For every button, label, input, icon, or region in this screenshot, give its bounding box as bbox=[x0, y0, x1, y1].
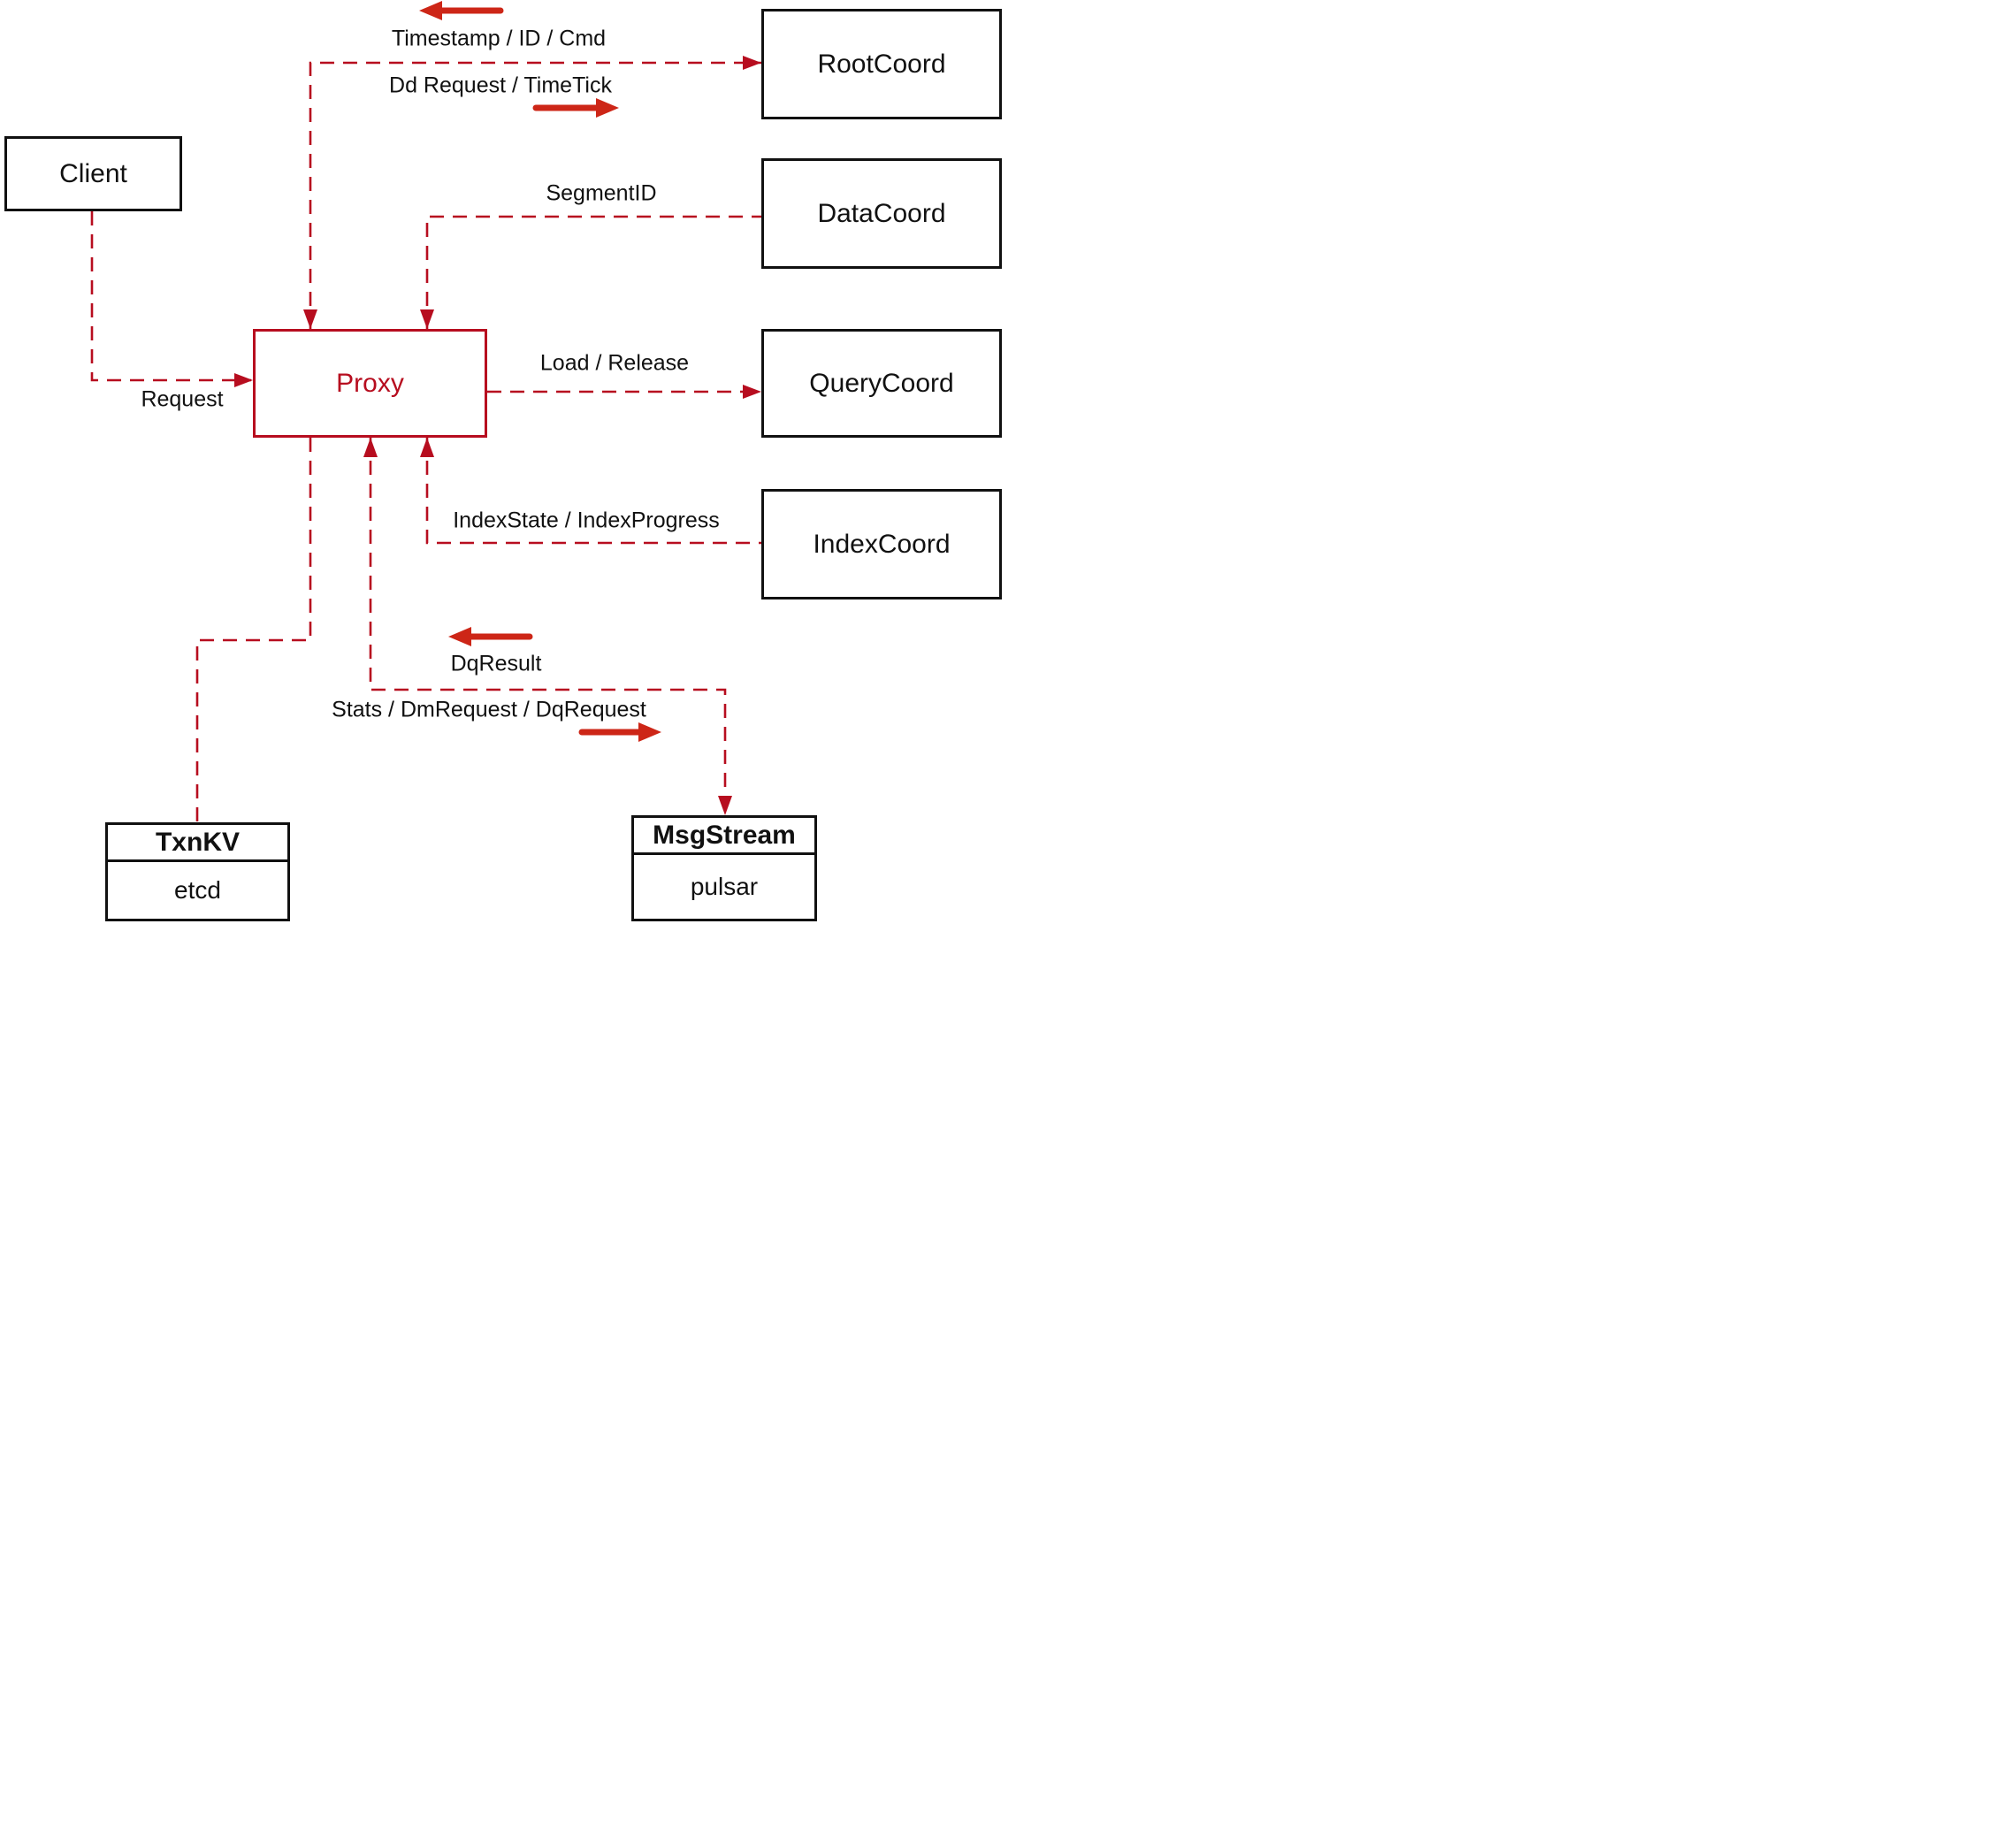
edge-datacoord-proxy bbox=[425, 215, 761, 329]
edge-label-indexstate-indexprogress: IndexState / IndexProgress bbox=[453, 508, 720, 533]
node-indexcoord: IndexCoord bbox=[761, 489, 1002, 599]
node-querycoord-label: QueryCoord bbox=[809, 368, 954, 398]
node-querycoord: QueryCoord bbox=[761, 329, 1002, 438]
edge-proxy-txnkv bbox=[195, 438, 312, 822]
edge-label-segmentid: SegmentID bbox=[546, 180, 657, 206]
direction-arrow-left-mid-head bbox=[448, 627, 471, 646]
node-datacoord-label: DataCoord bbox=[817, 198, 946, 228]
arrowhead-into-querycoord bbox=[743, 385, 761, 399]
node-proxy-label: Proxy bbox=[336, 368, 404, 398]
node-proxy: Proxy bbox=[253, 329, 487, 438]
node-msgstream-subtitle: pulsar bbox=[690, 873, 759, 900]
node-datacoord: DataCoord bbox=[761, 158, 1002, 269]
arrowhead-into-proxy-top-left bbox=[303, 309, 317, 329]
edge-client-proxy bbox=[90, 211, 251, 382]
arrowhead-into-proxy-bottom-mid bbox=[363, 438, 378, 457]
edge-label-timestamp-id-cmd: Timestamp / ID / Cmd bbox=[391, 26, 607, 51]
edge-label-dqresult: DqResult bbox=[450, 651, 542, 676]
arrowhead-into-proxy-left bbox=[234, 373, 253, 387]
edge-proxy-rootcoord bbox=[309, 61, 761, 329]
node-client-label: Client bbox=[59, 158, 127, 188]
arrowhead-into-proxy-top-right bbox=[420, 309, 434, 329]
edge-label-load-release: Load / Release bbox=[539, 350, 690, 376]
node-msgstream: MsgStream pulsar bbox=[631, 815, 817, 921]
arrowhead-into-proxy-bottom-right bbox=[420, 438, 434, 457]
node-txnkv-title: TxnKV bbox=[108, 825, 287, 862]
edge-indexcoord-proxy bbox=[425, 438, 761, 545]
node-client: Client bbox=[4, 136, 182, 211]
node-rootcoord-label: RootCoord bbox=[817, 49, 946, 79]
edge-proxy-msgstream bbox=[369, 438, 727, 813]
node-txnkv: TxnKV etcd bbox=[105, 822, 290, 921]
direction-arrow-right-top-head bbox=[596, 98, 619, 118]
node-rootcoord: RootCoord bbox=[761, 9, 1002, 119]
node-msgstream-title: MsgStream bbox=[634, 818, 814, 855]
edge-label-dd-request-timetick: Dd Request / TimeTick bbox=[389, 73, 612, 98]
direction-arrow-right-mid-head bbox=[638, 722, 661, 742]
edge-label-stats-dmrequest-dqrequest: Stats / DmRequest / DqRequest bbox=[332, 697, 646, 722]
direction-arrow-left-top-head bbox=[419, 1, 442, 20]
diagram-canvas: Client Proxy RootCoord DataCoord QueryCo… bbox=[0, 0, 1004, 924]
node-txnkv-subtitle: etcd bbox=[174, 876, 221, 904]
node-indexcoord-label: IndexCoord bbox=[813, 529, 951, 559]
connector-layer bbox=[90, 1, 761, 822]
arrowhead-into-rootcoord bbox=[743, 56, 761, 70]
arrowhead-into-msgstream bbox=[718, 796, 732, 815]
edge-label-request: Request bbox=[141, 386, 224, 412]
